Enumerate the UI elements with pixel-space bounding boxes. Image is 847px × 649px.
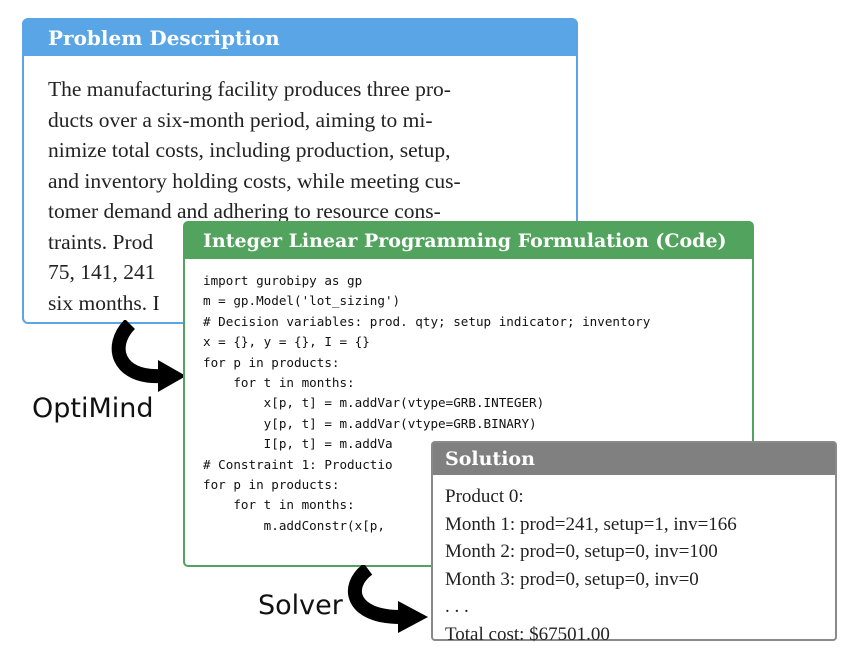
problem-line: six months. I xyxy=(48,290,160,315)
code-line: # Constraint 1: Productio xyxy=(203,456,393,472)
problem-line: traints. Prod xyxy=(48,229,154,254)
problem-line: 75, 141, 241 xyxy=(48,260,156,284)
solver-label: Solver xyxy=(258,590,343,621)
code-line: I[p, t] = m.addVa xyxy=(203,436,393,452)
code-line: for t in months: xyxy=(203,375,355,391)
code-block: import gurobipy as gp m = gp.Model('lot_s… xyxy=(185,259,752,536)
code-line: y[p, t] = m.addVar(vtype=GRB.BINARY) xyxy=(203,415,537,431)
code-line: for p in products: xyxy=(203,354,340,370)
code-line: m = gp.Model('lot_sizing') xyxy=(203,293,401,309)
code-line: x[p, t] = m.addVar(vtype=GRB.INTEGER) xyxy=(203,395,545,411)
solution-card: Solution Product 0: Month 1: prod=241, se… xyxy=(431,441,837,645)
curved-arrow-icon xyxy=(111,320,186,392)
problem-line: and inventory holding costs, while meeti… xyxy=(48,168,461,193)
code-formulation-title: Integer Linear Programming Formulation (… xyxy=(185,223,752,259)
solution-line: Month 3: prod=0, setup=0, inv=0 xyxy=(445,568,699,590)
solution-line: Product 0: xyxy=(445,486,524,507)
problem-description-card: Problem Description The manufacturing fa… xyxy=(22,18,578,324)
optimind-label: OptiMind xyxy=(32,393,154,424)
solution-line: Month 2: prod=0, setup=0, inv=100 xyxy=(445,541,718,562)
code-line: m.addConstr(x[p, xyxy=(203,517,385,533)
code-line: for p in products: xyxy=(203,477,340,493)
solution-title: Solution xyxy=(433,443,835,475)
curved-arrow-icon xyxy=(347,565,428,633)
problem-line: tomer demand and adhering to resource co… xyxy=(48,199,441,223)
problem-description-body: The manufacturing facility produces thre… xyxy=(24,56,576,318)
code-line: # Decision variables: prod. qty; setup i… xyxy=(203,313,651,329)
solution-line: . . . xyxy=(445,596,469,617)
code-line: import gurobipy as gp xyxy=(203,273,363,288)
problem-line: nimize total costs, including production… xyxy=(48,138,451,162)
code-line: for t in months: xyxy=(203,497,355,513)
problem-description-title: Problem Description xyxy=(24,20,576,56)
solution-body: Product 0: Month 1: prod=241, setup=1, in… xyxy=(433,475,835,648)
problem-line: ducts over a six-month period, aiming to… xyxy=(48,107,433,132)
problem-line: The manufacturing facility produces thre… xyxy=(48,77,451,101)
solution-line: Month 1: prod=241, setup=1, inv=166 xyxy=(445,513,737,535)
solution-line: Total cost: $67501.00 xyxy=(445,623,610,645)
code-line: x = {}, y = {}, I = {} xyxy=(203,334,370,350)
